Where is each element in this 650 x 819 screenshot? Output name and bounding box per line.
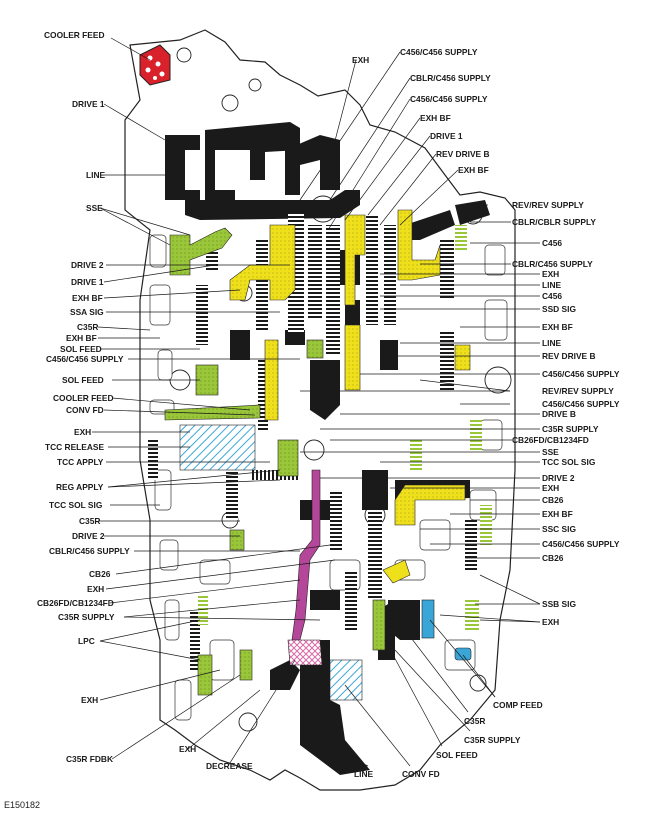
label-sse-left: SSE (86, 203, 103, 213)
label-drive-b-r: DRIVE B (542, 409, 576, 419)
label-c456-supply-r: C456/C456 SUPPLY (542, 369, 620, 379)
label-exh-left-c: EXH (81, 695, 98, 705)
label-ssa-sig: SSA SIG (70, 307, 104, 317)
figure-id: E150182 (4, 800, 40, 810)
label-c456-supply-r-b: C456/C456 SUPPLY (542, 399, 620, 409)
label-cb26-left: CB26 (89, 569, 111, 579)
label-reg-apply: REG APPLY (56, 482, 104, 492)
label-cooler-feed-top: COOLER FEED (44, 30, 105, 40)
label-tcc-apply: TCC APPLY (57, 457, 104, 467)
label-conv-fd-bottom: CONV FD (402, 769, 440, 779)
label-cblr-c456-supply-r: CBLR/C456 SUPPLY (512, 259, 593, 269)
label-sol-feed-left: SOL FEED (60, 344, 102, 354)
label-c456-supply-left: C456/C456 SUPPLY (46, 354, 124, 364)
green-fluid-passages (164, 225, 492, 696)
tcc-hatched-region (179, 424, 256, 471)
label-tcc-release: TCC RELEASE (45, 442, 105, 452)
label-tcc-sol-sig-r: TCC SOL SIG (542, 457, 595, 467)
label-line-r-b: LINE (542, 338, 561, 348)
label-sol-feed-bottom: SOL FEED (436, 750, 478, 760)
label-exh-r-b: EXH (542, 483, 559, 493)
comp-feed-cyan-block-b (454, 647, 472, 661)
conv-fd-hatched-region (329, 659, 363, 701)
label-ssc-sig: SSC SIG (542, 524, 576, 534)
label-line-left: LINE (86, 170, 105, 180)
label-line-r: LINE (542, 280, 561, 290)
label-c456-r-b: C456 (542, 291, 562, 301)
label-conv-fd-left: CONV FD (66, 405, 104, 415)
label-exh-bottom: EXH (179, 744, 196, 754)
label-tcc-sol-sig-left: TCC SOL SIG (49, 500, 102, 510)
label-c35r-left-b: C35R (79, 516, 100, 526)
label-drive-2-left: DRIVE 2 (71, 260, 104, 270)
labels-left: COOLER FEED DRIVE 1 LINE SSE DRIVE 2 DRI… (37, 30, 130, 764)
label-c35r-supply-r: C35R SUPPLY (542, 424, 599, 434)
label-c35r-fdbk: C35R FDBK (66, 754, 113, 764)
label-cb26-r-b: CB26 (542, 553, 564, 563)
yellow-fluid-passages (229, 209, 471, 584)
labels-bottom: EXH DECREASE LINE CONV FD SOL FEED C35R … (179, 700, 543, 779)
label-line-bottom: LINE (354, 769, 373, 779)
cooler-feed-red-port (139, 44, 171, 86)
label-exh-bf-left-b: EXH BF (66, 333, 97, 343)
label-c456-supply-r-c: C456/C456 SUPPLY (542, 539, 620, 549)
label-exh-left: EXH (74, 427, 91, 437)
label-ssb-sig: SSB SIG (542, 599, 576, 609)
label-cooler-feed-left: COOLER FEED (53, 393, 114, 403)
label-drive-2-left-b: DRIVE 2 (72, 531, 105, 541)
label-cblr-c456-supply-left: CBLR/C456 SUPPLY (49, 546, 130, 556)
labels-right: REV/REV SUPPLY CBLR/CBLR SUPPLY C456 CBL… (512, 200, 620, 627)
label-drive-2-r: DRIVE 2 (542, 473, 575, 483)
labels-top: EXH C456/C456 SUPPLY CBLR/C456 SUPPLY C4… (352, 47, 491, 175)
label-drive-1-left: DRIVE 1 (72, 99, 105, 109)
label-c35r-supply-bottom: C35R SUPPLY (464, 735, 521, 745)
label-lpc: LPC (78, 636, 95, 646)
label-exh-top: EXH (352, 55, 369, 65)
label-exh-bf-left: EXH BF (72, 293, 103, 303)
label-exh-bf-top: EXH BF (420, 113, 451, 123)
leader-lines (92, 37, 541, 767)
label-exh-bf-top-b: EXH BF (458, 165, 489, 175)
label-c35r-bottom: C35R (464, 716, 485, 726)
label-exh-left-b: EXH (87, 584, 104, 594)
label-rev-rev-supply-r-b: REV/REV SUPPLY (542, 386, 614, 396)
label-exh-r: EXH (542, 269, 559, 279)
label-c35r-supply-left: C35R SUPPLY (58, 612, 115, 622)
label-c456-supply-top: C456/C456 SUPPLY (400, 47, 478, 57)
label-rev-drive-b-r: REV DRIVE B (542, 351, 596, 361)
label-exh-bf-r: EXH BF (542, 322, 573, 332)
label-c35r-left: C35R (77, 322, 98, 332)
label-comp-feed: COMP FEED (493, 700, 543, 710)
label-cblr-c456-supply-top: CBLR/C456 SUPPLY (410, 73, 491, 83)
label-sse-r: SSE (542, 447, 559, 457)
label-cblr-cblr-supply: CBLR/CBLR SUPPLY (512, 217, 596, 227)
label-sol-feed-left-b: SOL FEED (62, 375, 104, 385)
label-exh-r-c: EXH (542, 617, 559, 627)
label-rev-drive-b-top: REV DRIVE B (436, 149, 490, 159)
magenta-hatched-block (287, 639, 323, 666)
label-decrease: DECREASE (206, 761, 253, 771)
label-cb26fd-left: CB26FD/CB1234FD (37, 598, 114, 608)
label-cb26-r: CB26 (542, 495, 564, 505)
label-c456-r: C456 (542, 238, 562, 248)
label-c456-supply-top-b: C456/C456 SUPPLY (410, 94, 488, 104)
label-drive-1-top: DRIVE 1 (430, 131, 463, 141)
label-cb26fd-r: CB26FD/CB1234FD (512, 435, 589, 445)
comp-feed-cyan-block (421, 599, 435, 639)
label-rev-rev-supply-r: REV/REV SUPPLY (512, 200, 584, 210)
label-exh-bf-r-b: EXH BF (542, 509, 573, 519)
label-ssd-sig: SSD SIG (542, 304, 576, 314)
label-drive-1-left-b: DRIVE 1 (71, 277, 104, 287)
